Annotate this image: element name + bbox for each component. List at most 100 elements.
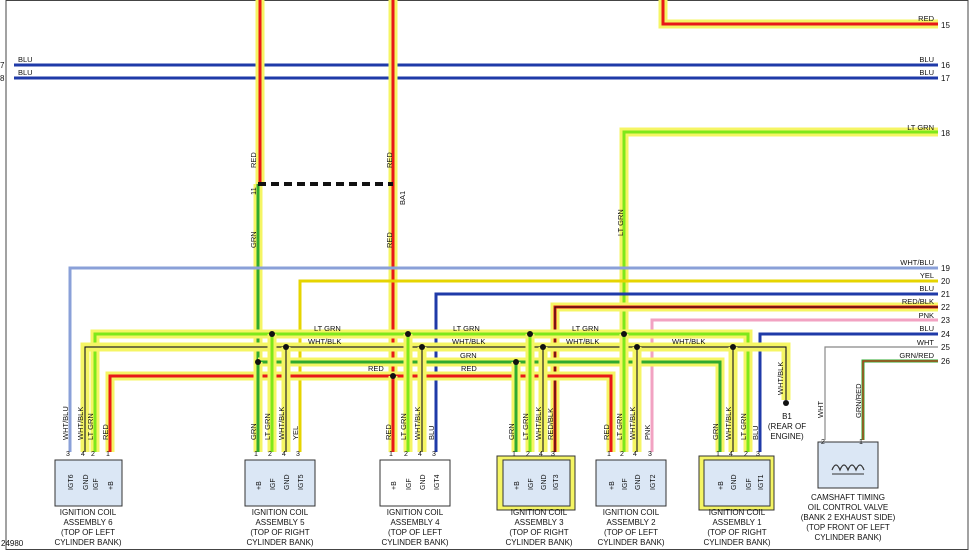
coil1-wire-0: GRN <box>711 423 720 440</box>
coil2-caption-1: ASSEMBLY 2 <box>606 518 656 527</box>
splice-dot-2 <box>527 331 533 337</box>
splice-dot-10 <box>513 359 519 365</box>
bus-label-red-1: RED <box>368 364 384 373</box>
splice-dot-3 <box>621 331 627 337</box>
coil1-wire-1: WHT/BLK <box>724 407 733 440</box>
diagram-id: 24980 <box>1 539 24 548</box>
ground-note-2: ENGINE) <box>770 432 804 441</box>
coil3-caption-2: (TOP OF RIGHT <box>509 528 568 537</box>
bus-label-red-2: RED <box>461 364 477 373</box>
coil6-pin-3: 3 <box>66 451 70 458</box>
coil2-wire-1: LT GRN <box>615 413 624 440</box>
coil4-terminal-IGF: IGF <box>406 478 413 490</box>
bus-whtblk <box>80 342 791 452</box>
wire-label-22: RED/BLK <box>902 297 934 306</box>
wire-label-19: WHT/BLU <box>900 258 934 267</box>
splice-dot-5 <box>419 344 425 350</box>
coil3-caption-0: IGNITION COIL <box>511 508 568 517</box>
valve-wire-1: GRN/RED <box>854 383 863 418</box>
coil3-pin-4: 4 <box>539 451 543 458</box>
bus-label-whtblk-3: WHT/BLK <box>566 337 599 346</box>
coil4-terminal-IGT4: IGT4 <box>434 474 441 490</box>
valve-pin-2: 2 <box>821 439 825 446</box>
wire-label-17: BLU <box>919 68 934 77</box>
coil5-terminal-IGF: IGF <box>270 478 277 490</box>
coil6-pin-1: 1 <box>106 451 110 458</box>
coil2-terminal-+B: +B <box>609 481 616 490</box>
pin-26: 26 <box>941 357 950 366</box>
label-layer: 15 16 17 18 19 20 21 22 23 24 25 26 RED … <box>0 14 950 548</box>
coil3-terminal-IGF: IGF <box>528 478 535 490</box>
coil6-pin-4: 4 <box>81 451 85 458</box>
coil6-terminal-GND: GND <box>83 474 90 490</box>
coil5-terminal-IGT5: IGT5 <box>298 474 305 490</box>
pin-20: 20 <box>941 277 950 286</box>
wire-23-pnk <box>650 318 938 452</box>
coil6-caption-3: CYLINDER BANK) <box>54 538 121 547</box>
coil1-caption-0: IGNITION COIL <box>709 508 766 517</box>
coil6-caption-2: (TOP OF LEFT <box>61 528 115 537</box>
coil1-wire-3: BLU <box>751 425 760 440</box>
ground-note-1: (REAR OF <box>768 422 806 431</box>
coil-box-5 <box>244 459 316 507</box>
coil6-terminal-IGF: IGF <box>93 478 100 490</box>
bus-label-ltgrn-3: LT GRN <box>572 324 599 333</box>
coil6-wire-1: WHT/BLK <box>76 407 85 440</box>
ground-b1-symbol <box>783 400 789 406</box>
coil4-caption-2: (TOP OF LEFT <box>388 528 442 537</box>
coil5-wire-3: YEL <box>291 426 300 440</box>
coil5-caption-0: IGNITION COIL <box>252 508 309 517</box>
splice-pin-label: 11 <box>249 187 258 195</box>
coil6-wire-0: WHT/BLU <box>61 406 70 440</box>
coil-box-2 <box>595 459 667 507</box>
wire-19-whtblu <box>68 266 938 452</box>
coil5-caption-2: (TOP OF RIGHT <box>250 528 309 537</box>
coil2-terminal-GND: GND <box>635 474 642 490</box>
coil6-wire-2: LT GRN <box>86 413 95 440</box>
page-frame <box>5 0 969 550</box>
coil1-terminal-GND: GND <box>731 474 738 490</box>
pin-25: 25 <box>941 343 950 352</box>
splice-dot-7 <box>634 344 640 350</box>
splice-name-label: BA1 <box>398 191 407 205</box>
coil6-caption-1: ASSEMBLY 6 <box>63 518 113 527</box>
coil5-wire-1: LT GRN <box>263 413 272 440</box>
coil2-pin-1: 1 <box>607 451 611 458</box>
coil3-terminal-+B: +B <box>514 481 521 490</box>
coil-box-4 <box>379 459 451 507</box>
coil1-caption-1: ASSEMBLY 1 <box>712 518 762 527</box>
coil4-caption-3: CYLINDER BANK) <box>381 538 448 547</box>
coil1-terminal-IGF: IGF <box>746 478 753 490</box>
valve-pin-1: 1 <box>859 439 863 446</box>
splice-dot-8 <box>730 344 736 350</box>
coil2-terminal-IGT2: IGT2 <box>650 474 657 490</box>
coil4-terminal-+B: +B <box>391 481 398 490</box>
coil3-terminal-IGT3: IGT3 <box>553 474 560 490</box>
pin-17: 17 <box>941 74 950 83</box>
coil4-caption-1: ASSEMBLY 4 <box>390 518 440 527</box>
coil4-pin-1: 1 <box>389 451 393 458</box>
coil6-pin-2: 2 <box>91 451 95 458</box>
pin-15: 15 <box>941 21 950 30</box>
pin-8: 8 <box>0 74 5 83</box>
trunk-label-red-left: RED <box>249 152 258 168</box>
wire-15-red <box>658 0 938 29</box>
coil1-pin-1: 1 <box>716 451 720 458</box>
coil4-pin-2: 2 <box>404 451 408 458</box>
coil2-caption-3: CYLINDER BANK) <box>597 538 664 547</box>
coil3-caption-3: CYLINDER BANK) <box>505 538 572 547</box>
coil3-pin-2: 2 <box>526 451 530 458</box>
wire-label-26: GRN/RED <box>899 351 934 360</box>
coil1-pin-2: 2 <box>744 451 748 458</box>
coil-box-1 <box>698 455 775 511</box>
wire-label-7: BLU <box>18 55 33 64</box>
coil2-caption-2: (TOP OF LEFT <box>604 528 658 537</box>
pin-23: 23 <box>941 316 950 325</box>
wire-label-23: PNK <box>919 311 934 320</box>
coil4-wire-0: RED <box>384 424 393 440</box>
wire-label-21: BLU <box>919 284 934 293</box>
bus-label-grn: GRN <box>460 351 477 360</box>
coil2-caption-0: IGNITION COIL <box>603 508 660 517</box>
coil1-caption-3: CYLINDER BANK) <box>703 538 770 547</box>
